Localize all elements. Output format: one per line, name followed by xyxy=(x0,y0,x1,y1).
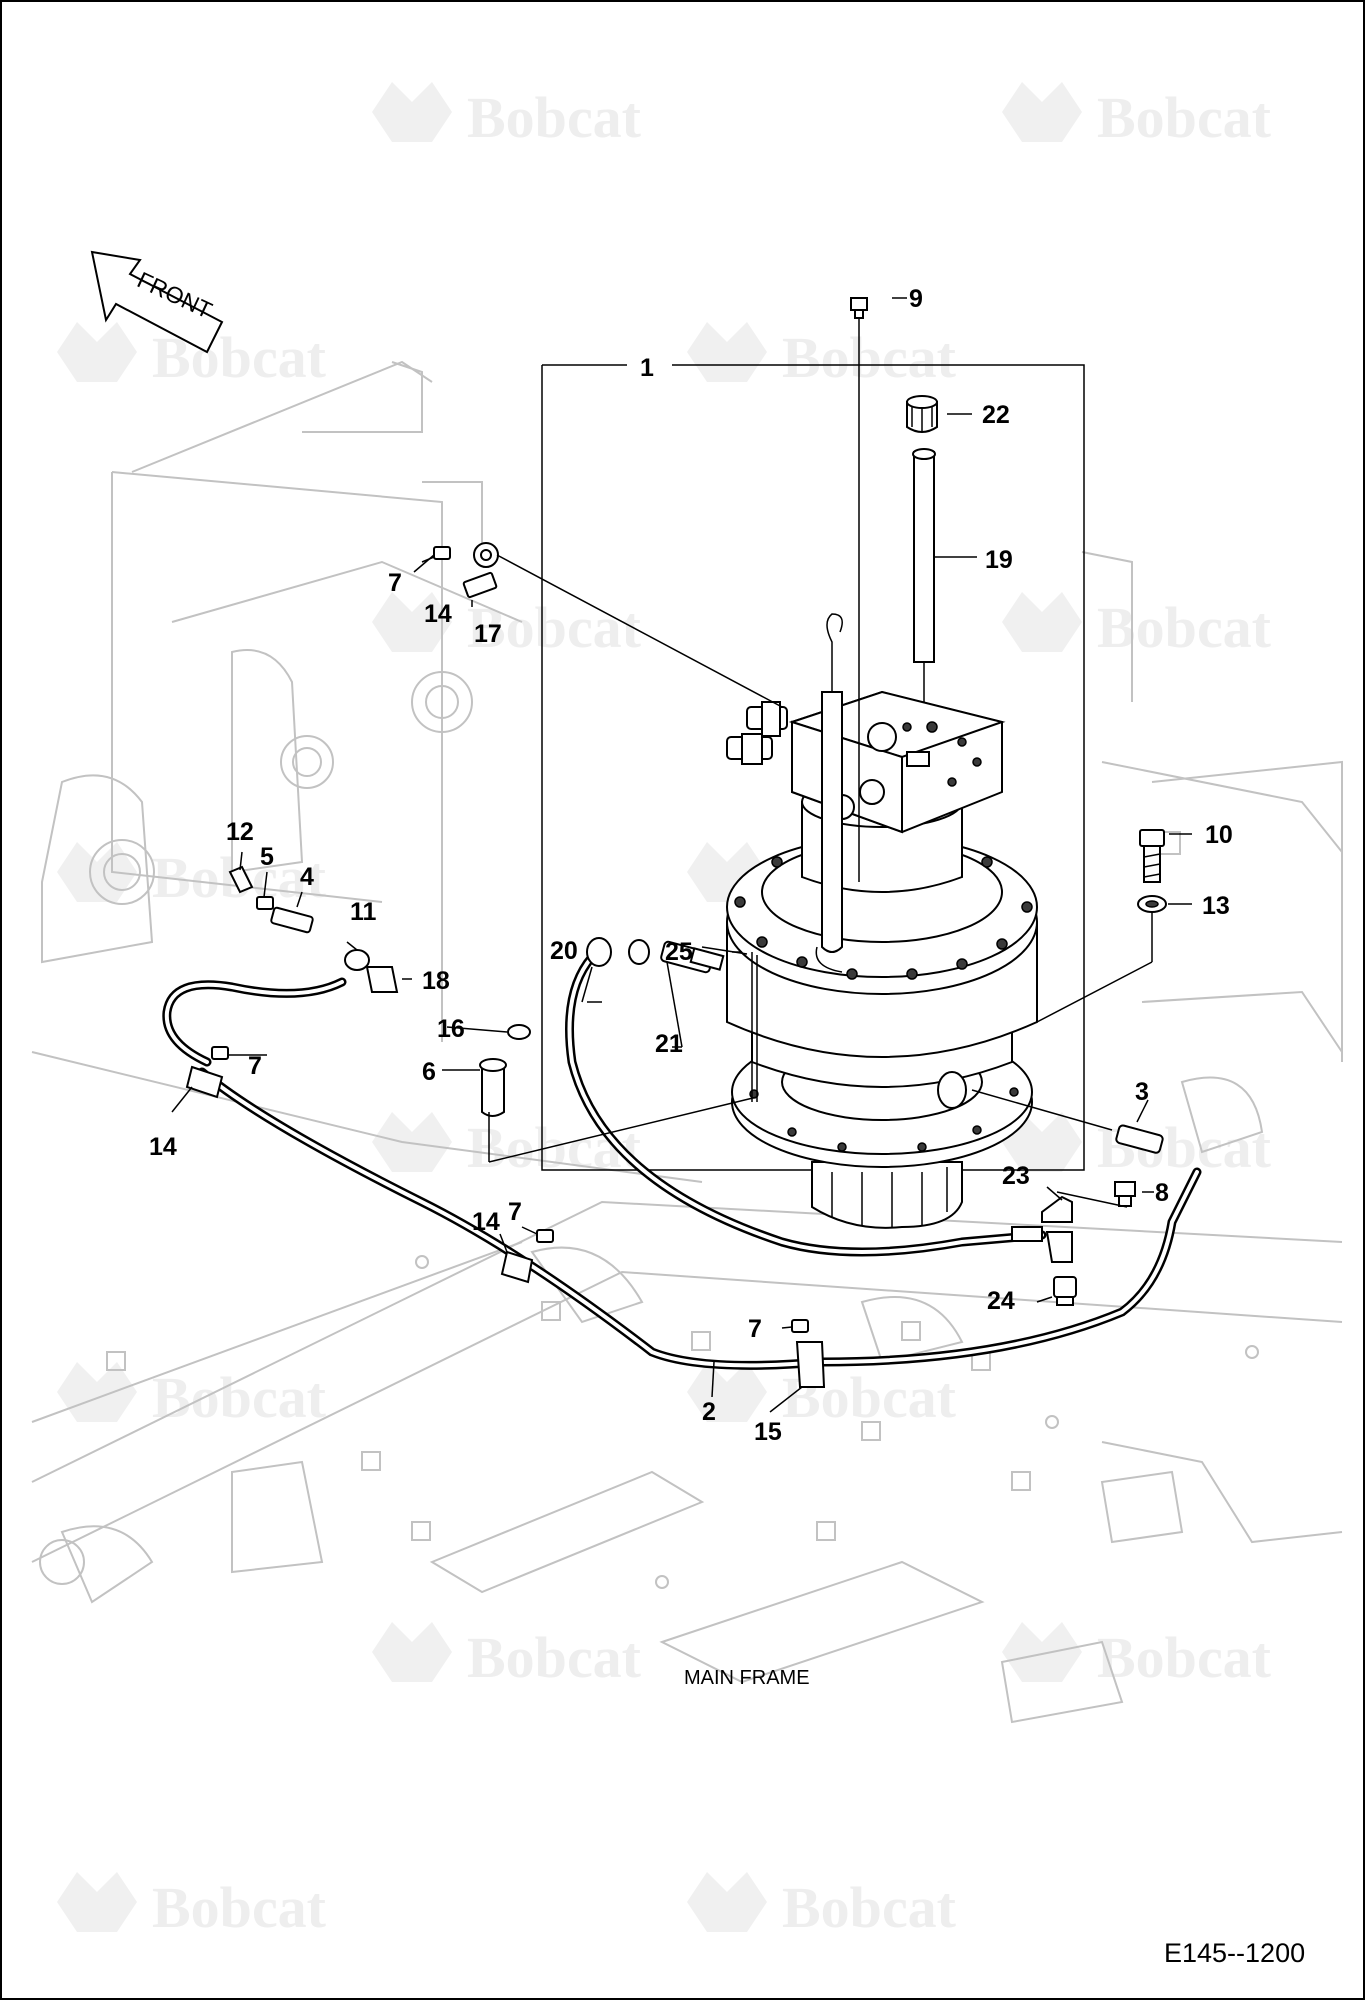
callout-10: 10 xyxy=(1205,821,1233,849)
part-14-clamp-left xyxy=(185,1065,224,1099)
part-19-pipe xyxy=(912,448,936,663)
callout-23: 23 xyxy=(1002,1162,1030,1190)
part-6-pin xyxy=(479,1058,507,1117)
callout-18: 18 xyxy=(422,967,450,995)
main-frame-caption: MAIN FRAME xyxy=(684,1667,810,1689)
callout-12: 12 xyxy=(226,818,254,846)
part-7-bolt-top xyxy=(433,546,451,560)
part-24-plug xyxy=(1053,1276,1077,1306)
hose-20 xyxy=(565,952,1047,1257)
callout-7-left: 7 xyxy=(248,1052,262,1080)
callout-1: 1 xyxy=(640,354,654,382)
part-17-plate xyxy=(462,571,498,599)
callout-13: 13 xyxy=(1202,892,1230,920)
callout-7-mid: 7 xyxy=(508,1198,522,1226)
callout-25: 25 xyxy=(665,938,693,966)
hose-18 xyxy=(162,977,347,1067)
callout-2: 2 xyxy=(702,1398,716,1426)
hose-2 xyxy=(197,1067,1202,1370)
part-9-bolt xyxy=(850,297,868,319)
part-5-fitting xyxy=(256,896,274,910)
part-7-bolt-mid xyxy=(536,1229,554,1243)
part-8-plug xyxy=(1114,1181,1136,1207)
callout-20: 20 xyxy=(550,937,578,965)
part-16-washer xyxy=(507,1024,531,1040)
watermark-text: Bobcat xyxy=(782,1875,957,1940)
leader-lines xyxy=(171,297,1192,1413)
callout-11: 11 xyxy=(350,898,377,926)
part-12-cap xyxy=(228,865,254,894)
watermark-text: Bobcat xyxy=(1097,85,1272,150)
part-4-adapter xyxy=(270,906,314,934)
callout-7-bottom: 7 xyxy=(748,1315,762,1343)
part-14-clamp-mid xyxy=(500,1250,534,1284)
callout-22: 22 xyxy=(982,401,1010,429)
callout-16: 16 xyxy=(437,1015,465,1043)
callout-9: 9 xyxy=(909,285,923,313)
callout-21: 21 xyxy=(655,1030,683,1058)
watermark-layer: Bobcat Bobcat Bobcat Bobcat Bobcat Bobca… xyxy=(57,82,1272,1940)
watermark-text: Bobcat xyxy=(467,595,642,660)
watermark-text: Bobcat xyxy=(1097,1625,1272,1690)
callout-15: 15 xyxy=(754,1418,782,1446)
assembly-boundary-box xyxy=(541,364,1085,1171)
part-7-bolt-bottom xyxy=(791,1319,809,1333)
part-13-washer xyxy=(1137,895,1167,913)
callout-7-top: 7 xyxy=(388,569,402,597)
part-22-cap xyxy=(906,395,938,433)
part-3-adapter xyxy=(1115,1124,1164,1154)
part-15-clamp xyxy=(795,1341,826,1388)
swing-motor-assembly xyxy=(726,613,1038,1229)
callout-14-top: 14 xyxy=(424,600,452,628)
callout-4: 4 xyxy=(300,863,314,891)
part-10-bolt xyxy=(1139,829,1165,883)
watermark-text: Bobcat xyxy=(467,1625,642,1690)
part-7-bolt-left xyxy=(211,1046,229,1060)
callout-17: 17 xyxy=(474,620,502,648)
callout-labels: 1 2 3 4 5 6 7 7 7 7 8 9 10 11 12 13 14 1… xyxy=(149,285,1233,1446)
watermark-text: Bobcat xyxy=(152,1875,327,1940)
part-11-fitting xyxy=(344,949,370,971)
part-21-adapter xyxy=(660,940,725,974)
callout-14-mid: 14 xyxy=(472,1208,500,1236)
callout-19: 19 xyxy=(985,546,1013,574)
callout-5: 5 xyxy=(260,843,274,871)
watermark-text: Bobcat xyxy=(152,1365,327,1430)
watermark-text: Bobcat xyxy=(782,325,957,390)
document-id: E145--1200 xyxy=(1164,1938,1305,1968)
callout-14-left: 14 xyxy=(149,1133,177,1161)
callout-3: 3 xyxy=(1135,1078,1149,1106)
callout-6: 6 xyxy=(422,1058,436,1086)
watermark-text: Bobcat xyxy=(1097,595,1272,660)
part-23-elbow xyxy=(1011,1195,1073,1263)
part-20-fitting xyxy=(586,937,650,967)
main-frame-drawing xyxy=(31,360,1343,1724)
callout-8: 8 xyxy=(1155,1179,1169,1207)
watermark-text: Bobcat xyxy=(467,85,642,150)
part-18-elbow xyxy=(365,966,399,993)
part-14-clamp-top xyxy=(473,542,499,568)
callout-24: 24 xyxy=(987,1287,1015,1315)
